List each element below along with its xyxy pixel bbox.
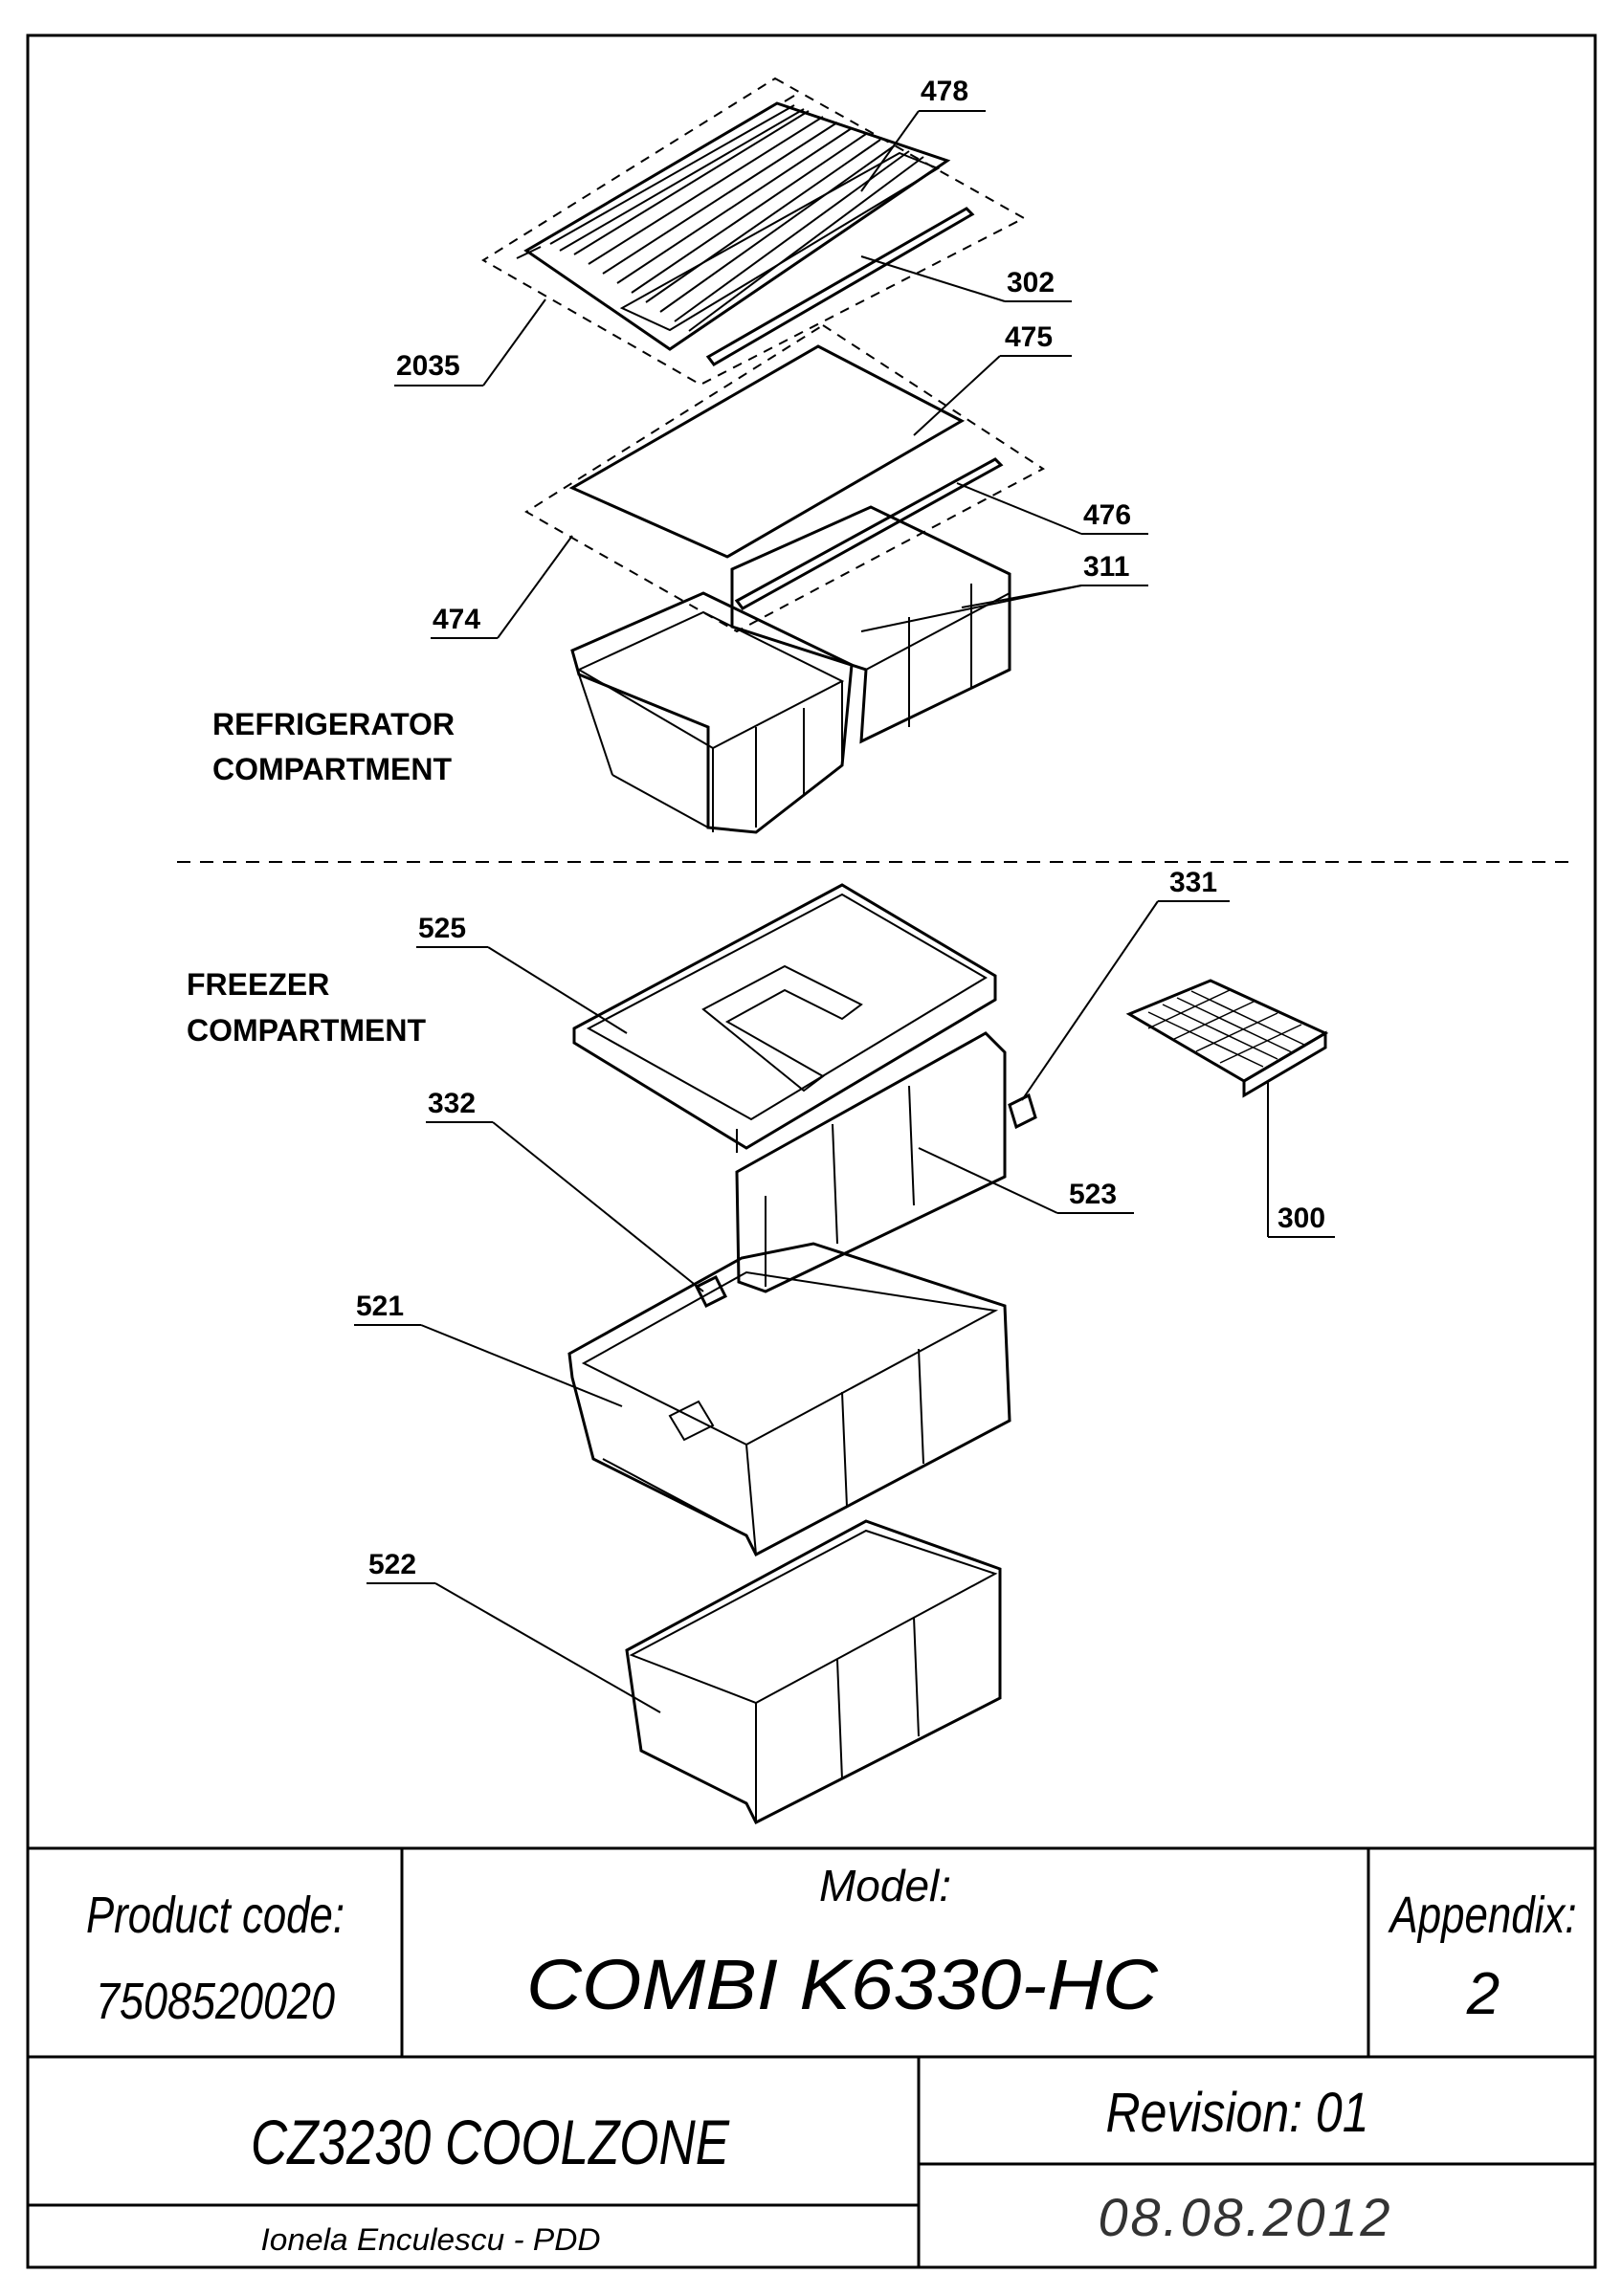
callout-302: 302 <box>1007 267 1055 298</box>
model-label: Model: <box>819 1861 951 1910</box>
product-code-label: Product code: <box>86 1887 344 1944</box>
callout-475: 475 <box>1005 321 1053 353</box>
freezer-flap-523 <box>735 1031 1007 1293</box>
drawing-frame <box>26 33 1597 2269</box>
appendix-value: 2 <box>1466 1961 1500 2027</box>
callout-523: 523 <box>1069 1179 1117 1210</box>
appendix-label: Appendix: <box>1388 1887 1576 1944</box>
callout-474: 474 <box>433 604 480 635</box>
callout-300: 300 <box>1278 1203 1325 1234</box>
glass-shelf-assembly <box>524 323 1045 633</box>
glass-shelf-475 <box>568 344 966 559</box>
freezer-title-line2: COMPARTMENT <box>187 1013 427 1048</box>
crisper-drawers-311 <box>570 505 1011 834</box>
shelf-rail-302 <box>705 207 975 366</box>
refrigerator-title-line1: REFRIGERATOR <box>212 707 455 741</box>
shelf-trim-476 <box>734 457 1004 610</box>
callout-leaders-upper <box>394 110 1148 639</box>
wire-shelf-478 <box>516 95 951 351</box>
callout-2035: 2035 <box>396 350 460 382</box>
wire-shelf-assembly <box>481 77 1027 386</box>
callout-522: 522 <box>368 1549 416 1580</box>
revision: Revision: 01 <box>1106 2082 1369 2144</box>
callout-478: 478 <box>921 76 968 107</box>
callout-476: 476 <box>1083 499 1131 531</box>
freezer-tray-525 <box>572 883 997 1153</box>
callout-311: 311 <box>1083 551 1129 583</box>
callout-331: 331 <box>1169 867 1217 898</box>
callout-525: 525 <box>418 913 466 944</box>
title-block-grid <box>28 1846 1595 2267</box>
freezer-drawer-522 <box>625 1519 1002 1825</box>
ice-tray-300 <box>1125 979 1329 1098</box>
issue-date: 08.08.2012 <box>1099 2187 1390 2247</box>
model-value: COMBI K6330-HC <box>526 1945 1159 2024</box>
freezer-drawer-521 <box>567 1242 1011 1557</box>
product-code-value: 7508520020 <box>96 1973 335 2030</box>
callout-332: 332 <box>428 1088 476 1119</box>
callout-leaders-lower <box>354 900 1335 1713</box>
clip-332 <box>694 1274 728 1309</box>
project-name: CZ3230 COOLZONE <box>251 2107 730 2177</box>
refrigerator-title-line2: COMPARTMENT <box>212 752 453 786</box>
freezer-title-line1: FREEZER <box>187 967 329 1002</box>
author: Ionela Enculescu - PDD <box>261 2222 601 2257</box>
callout-521: 521 <box>356 1291 404 1322</box>
